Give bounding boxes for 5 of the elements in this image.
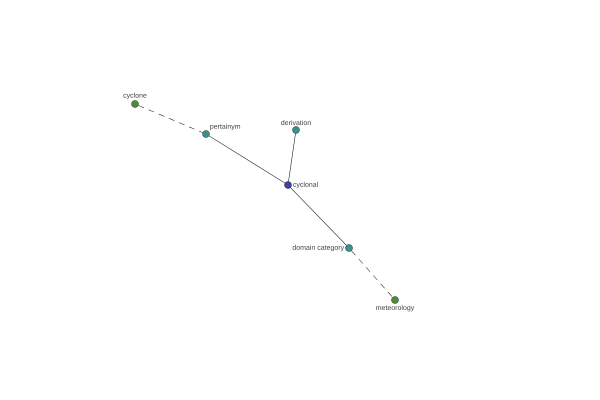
connector-line xyxy=(351,250,393,298)
connector-line xyxy=(288,133,296,182)
connector-line xyxy=(138,105,203,133)
connector-line xyxy=(208,136,286,184)
connector-line xyxy=(290,187,347,246)
